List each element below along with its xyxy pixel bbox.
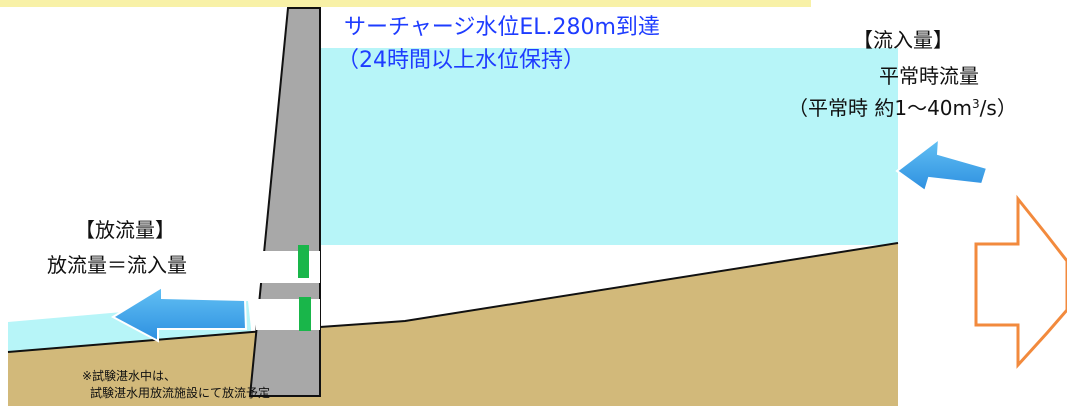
top-yellow-bar [0, 0, 811, 7]
upper-outlet-gate [298, 245, 309, 278]
test-impoundment-note-line2: 試験湛水用放流施設にて放流予定 [90, 386, 271, 400]
outflow-description: 放流量＝流入量 [47, 253, 187, 277]
test-impoundment-note-line1: ※試験湛水中は、 [82, 369, 177, 383]
water-level-hold-label: （24時間以上水位保持） [337, 48, 585, 73]
inflow-range-suffix: /s） [979, 96, 1017, 120]
reservoir-water [320, 48, 898, 245]
outflow-arrow [110, 285, 248, 343]
outflow-title: 【放流量】 [75, 218, 175, 242]
surcharge-level-label: サーチャージ水位EL.280m到達 [344, 15, 660, 40]
lower-outlet-gate [299, 297, 311, 331]
inflow-arrow [895, 136, 989, 193]
next-step-outline-arrow [974, 194, 1067, 369]
dam-body [248, 7, 321, 397]
inflow-title: 【流入量】 [853, 28, 953, 52]
inflow-range-label: （平常時 約1～40m3/s） [788, 96, 1017, 121]
upper-outlet-channel [258, 251, 320, 283]
inflow-range-prefix: （平常時 約1～40m [788, 96, 973, 120]
inflow-range-exponent: 3 [972, 97, 980, 111]
riverbed-ground [8, 243, 898, 406]
inflow-description: 平常時流量 [879, 64, 979, 88]
